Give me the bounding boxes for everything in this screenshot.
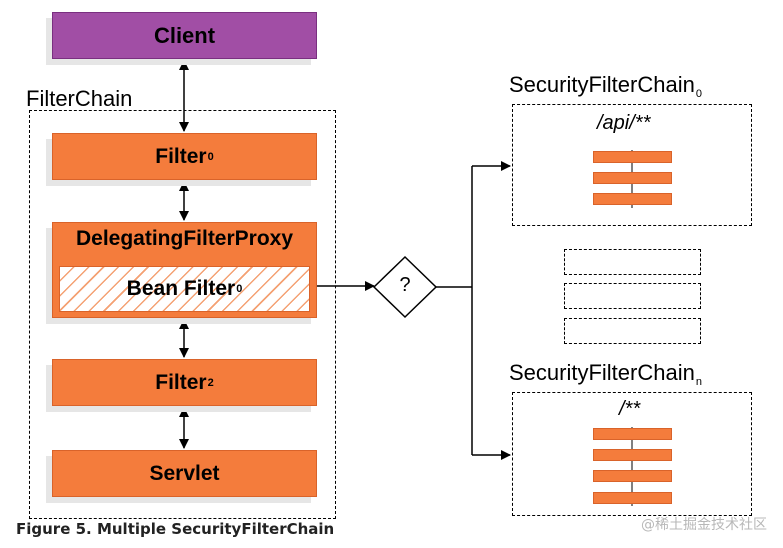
decision-label: ? xyxy=(399,274,411,296)
figure-caption: Figure 5. Multiple SecurityFilterChain xyxy=(16,520,335,538)
security-chain-0-title: SecurityFilterChain0 xyxy=(509,72,702,100)
security-chain-0-subscript: 0 xyxy=(695,88,702,100)
client-box: Client xyxy=(52,12,317,59)
security-chain-n-container xyxy=(512,392,752,516)
filter2-subscript: 2 xyxy=(207,376,214,389)
servlet-label: Servlet xyxy=(149,461,220,485)
security-chain-0-title-text: SecurityFilterChain xyxy=(509,72,695,97)
security-chain-n-pattern: /** xyxy=(619,398,641,420)
chain0-filter-bar xyxy=(593,151,672,163)
placeholder-chain xyxy=(564,318,701,344)
bean-filter-label: Bean Filter xyxy=(126,277,236,300)
security-chain-n-title-text: SecurityFilterChain xyxy=(509,360,695,385)
watermark: @稀土掘金技术社区 xyxy=(641,517,767,533)
filter0-label: Filter xyxy=(155,144,207,168)
filterchain-container xyxy=(29,110,336,519)
placeholder-chain xyxy=(564,283,701,309)
chain0-filter-bar xyxy=(593,193,672,205)
filter2-label: Filter xyxy=(155,370,207,394)
chainn-filter-bar xyxy=(593,470,672,482)
filterchain-title: FilterChain xyxy=(26,86,133,111)
security-chain-0-pattern: /api/** xyxy=(597,112,651,134)
security-chain-n-subscript: n xyxy=(695,376,702,388)
client-label: Client xyxy=(153,22,216,48)
security-chain-0-container xyxy=(512,104,752,226)
chainn-filter-bar xyxy=(593,449,672,461)
bean-filter-subscript: 0 xyxy=(236,283,243,295)
filter0-subscript: 0 xyxy=(207,150,214,163)
decision-diamond xyxy=(372,255,438,319)
chainn-filter-bar xyxy=(593,492,672,504)
security-chain-n-title: SecurityFilterChainn xyxy=(509,360,702,388)
placeholder-chain xyxy=(564,249,701,275)
chain0-filter-bar xyxy=(593,172,672,184)
servlet-box: Servlet xyxy=(52,450,317,497)
chainn-filter-bar xyxy=(593,428,672,440)
delegating-filter-proxy-label: DelegatingFilterProxy xyxy=(75,227,294,250)
